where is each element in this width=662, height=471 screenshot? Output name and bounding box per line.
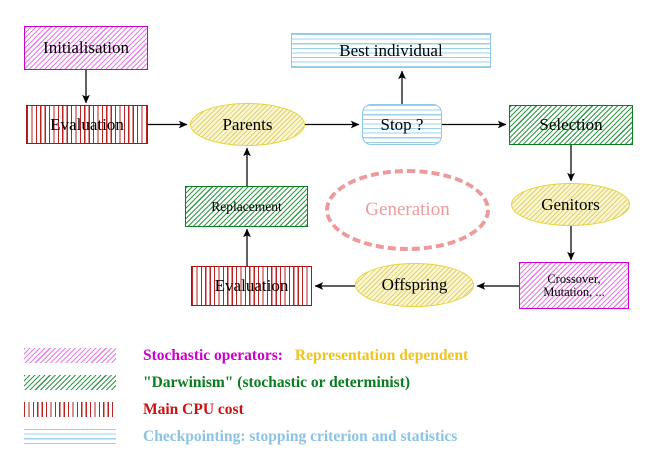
legend-row-cpu-cost: Main CPU cost: [24, 396, 644, 423]
legend-label-darwinism: "Darwinism" (stochastic or determinist): [143, 373, 411, 391]
legend-swatch-red-icon: [24, 402, 116, 417]
node-parents-label: Parents: [222, 114, 273, 134]
node-genitors-label: Genitors: [541, 194, 600, 214]
node-selection[interactable]: Selection: [509, 105, 633, 145]
node-offspring[interactable]: Offspring: [355, 263, 474, 307]
node-selection-label: Selection: [539, 115, 603, 135]
node-genitors[interactable]: Genitors: [511, 183, 630, 226]
node-evaluation-top-label: Evaluation: [50, 114, 124, 134]
legend-row-darwinism: "Darwinism" (stochastic or determinist): [24, 369, 644, 396]
node-parents[interactable]: Parents: [190, 103, 305, 146]
node-best-individual[interactable]: Best individual: [291, 33, 491, 68]
legend-label-representation-dependent: Representation dependent: [294, 346, 469, 364]
legend: Stochastic operators: Representation dep…: [24, 342, 644, 450]
legend-label-main-cpu-cost: Main CPU cost: [143, 400, 244, 418]
legend-swatch-green-icon: [24, 375, 116, 390]
node-initialisation-label: Initialisation: [43, 38, 129, 58]
node-offspring-label: Offspring: [381, 275, 448, 295]
node-generation-label: Generation: [365, 199, 450, 221]
node-evaluation-top[interactable]: Evaluation: [26, 105, 148, 144]
node-stop[interactable]: Stop ?: [362, 104, 442, 145]
legend-label-stochastic-operators: Stochastic operators:: [143, 346, 283, 364]
node-best-individual-label: Best individual: [339, 40, 443, 60]
legend-swatch-magenta-icon: [24, 348, 116, 363]
node-evaluation-bottom-label: Evaluation: [214, 276, 289, 296]
node-crossover-mutation-label: Crossover, Mutation, ...: [543, 271, 605, 299]
legend-swatch-blue-icon: [24, 429, 116, 444]
node-replacement-label: Replacement: [211, 198, 282, 214]
legend-label-checkpointing: Checkpointing: stopping criterion and st…: [143, 427, 458, 445]
legend-row-checkpointing: Checkpointing: stopping criterion and st…: [24, 423, 644, 450]
node-initialisation[interactable]: Initialisation: [24, 26, 148, 70]
node-evaluation-bottom[interactable]: Evaluation: [191, 266, 312, 306]
legend-row-stochastic: Stochastic operators: Representation dep…: [24, 342, 644, 369]
node-generation-boundary: Generation: [325, 169, 490, 251]
node-stop-label: Stop ?: [380, 114, 424, 134]
node-crossover-mutation[interactable]: Crossover, Mutation, ...: [519, 262, 629, 309]
node-replacement[interactable]: Replacement: [185, 186, 308, 227]
